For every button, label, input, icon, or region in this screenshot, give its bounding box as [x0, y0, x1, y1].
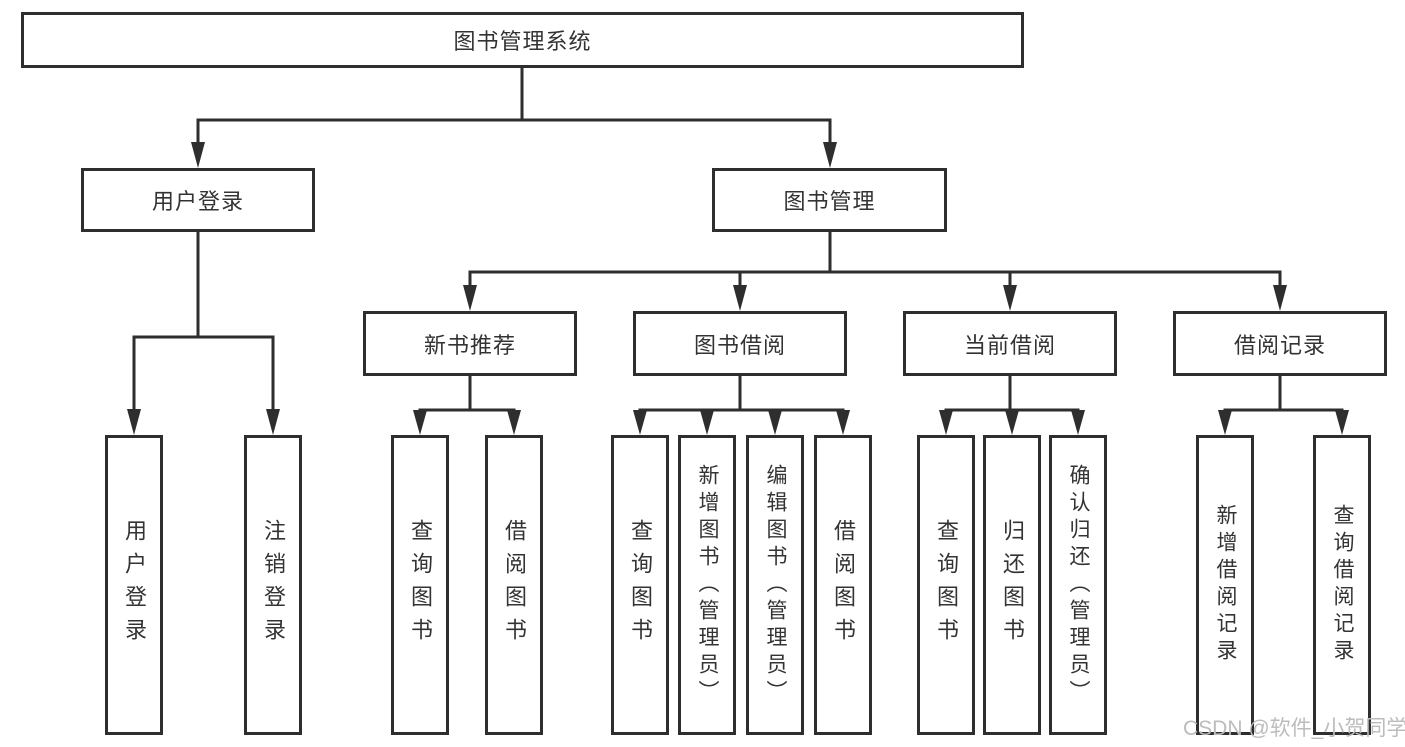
leaf-recommend-query-book-label: 查询图书: [408, 519, 433, 651]
leaf-borrow-query-book: 查询图书: [611, 435, 669, 735]
node-book-borrow: 图书借阅: [633, 311, 847, 376]
leaf-current-query-book: 查询图书: [917, 435, 975, 735]
leaf-borrow-borrow-book: 借阅图书: [814, 435, 872, 735]
leaf-user-login-label: 用户登录: [122, 519, 147, 651]
node-new-book-recommend: 新书推荐: [363, 311, 577, 376]
leaf-borrow-query-book-label: 查询图书: [628, 519, 653, 651]
arrowheads-current-leaves: [939, 410, 1085, 435]
leaf-borrow-edit-book-admin: 编辑图书（管理员）: [746, 435, 804, 735]
connector-record-leaves: [1223, 376, 1344, 412]
leaf-borrow-add-book-admin: 新增图书（管理员）: [678, 435, 736, 735]
leaf-logout: 注销登录: [244, 435, 302, 735]
leaf-recommend-borrow-book: 借阅图书: [485, 435, 543, 735]
node-book-management-branch-label: 图书管理: [783, 189, 876, 214]
leaf-user-login: 用户登录: [105, 435, 163, 735]
leaf-current-return-book: 归还图书: [983, 435, 1041, 735]
node-borrow-record: 借阅记录: [1173, 311, 1387, 376]
leaf-borrow-borrow-book-label: 借阅图书: [831, 519, 856, 651]
node-borrow-record-label: 借阅记录: [1233, 332, 1326, 358]
node-current-borrow-label: 当前借阅: [963, 332, 1056, 358]
leaf-current-confirm-return-admin-label: 确认归还（管理员）: [1067, 463, 1090, 707]
leaf-current-return-book-label: 归还图书: [1000, 519, 1025, 651]
node-book-borrow-label: 图书借阅: [693, 332, 786, 358]
node-user-login-branch-label: 用户登录: [151, 189, 244, 214]
leaf-recommend-borrow-book-label: 借阅图书: [502, 519, 527, 651]
leaf-record-query: 查询借阅记录: [1313, 435, 1371, 735]
csdn-watermark: CSDN @软件_小贺同学: [1183, 717, 1405, 740]
arrowheads-record-leaves: [1218, 410, 1349, 435]
node-book-management-branch: 图书管理: [712, 168, 947, 232]
leaf-recommend-query-book: 查询图书: [391, 435, 449, 735]
node-root-system: 图书管理系统: [21, 12, 1024, 68]
leaf-borrow-edit-book-admin-label: 编辑图书（管理员）: [764, 463, 787, 707]
leaf-borrow-add-book-admin-label: 新增图书（管理员）: [696, 463, 719, 707]
arrowheads-recommend-leaves: [413, 410, 521, 435]
node-user-login-branch: 用户登录: [81, 168, 315, 232]
leaf-record-add-label: 新增借阅记录: [1214, 504, 1237, 666]
connector-recommend-leaves: [418, 376, 516, 412]
leaf-current-query-book-label: 查询图书: [934, 519, 959, 651]
node-current-borrow: 当前借阅: [903, 311, 1117, 376]
leaf-current-confirm-return-admin: 确认归还（管理员）: [1049, 435, 1107, 735]
connector-root-to-level2: [196, 68, 832, 143]
leaf-record-query-label: 查询借阅记录: [1331, 504, 1354, 666]
connector-mgmt-to-level3: [468, 232, 1282, 286]
connector-borrow-leaves: [638, 376, 845, 412]
arrowheads-level3: [463, 285, 1287, 311]
node-new-book-recommend-label: 新书推荐: [423, 332, 516, 358]
connector-current-leaves: [944, 376, 1080, 412]
arrowheads-level2: [191, 142, 837, 168]
node-root-system-label: 图书管理系统: [453, 29, 592, 54]
arrowheads-login-leaves: [127, 409, 280, 435]
connector-login-to-leaves: [132, 232, 275, 410]
arrowheads-borrow-leaves: [633, 410, 850, 435]
leaf-logout-label: 注销登录: [261, 519, 286, 651]
leaf-record-add: 新增借阅记录: [1196, 435, 1254, 735]
